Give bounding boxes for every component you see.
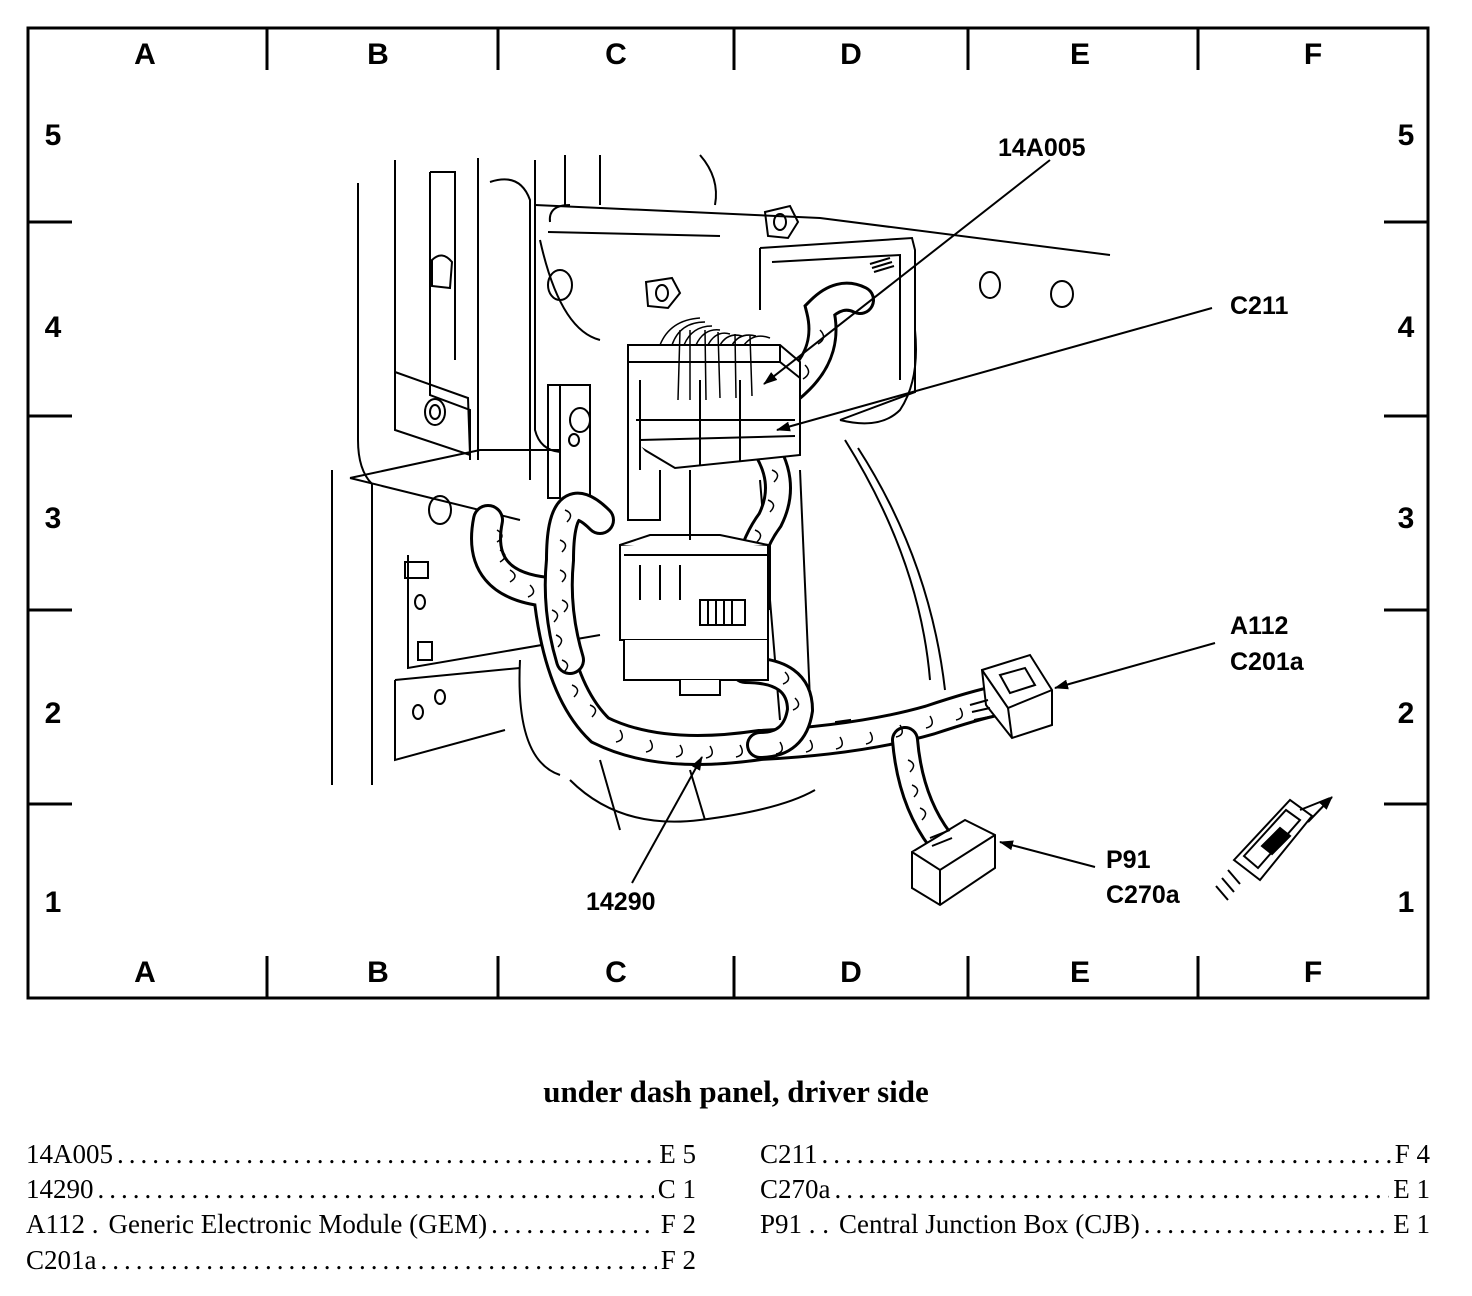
front-arrow-icon bbox=[1215, 796, 1333, 901]
column-label-bottom-b: B bbox=[367, 956, 389, 989]
row-label-right-2: 2 bbox=[1398, 697, 1415, 730]
index-id: A112 . bbox=[26, 1209, 99, 1239]
index-row-14a005: 14A005 .................................… bbox=[26, 1139, 696, 1170]
index-id: 14290 bbox=[26, 1174, 94, 1204]
column-label-bottom-d: D bbox=[840, 956, 862, 989]
row-label-left-3: 3 bbox=[45, 502, 62, 535]
column-label-top-a: A bbox=[134, 38, 156, 71]
dash-panel-structure bbox=[331, 154, 1111, 831]
row-label-left-5: 5 bbox=[45, 119, 62, 152]
index-location: E 1 bbox=[1393, 1209, 1430, 1239]
index-row-p91: P91 . . Central Junction Box (CJB) ......… bbox=[760, 1209, 1430, 1240]
callout-p91: P91 bbox=[1106, 846, 1151, 874]
index-id: C211 bbox=[760, 1139, 818, 1169]
index-row-c201a: C201a ..................................… bbox=[26, 1245, 696, 1276]
column-label-top-b: B bbox=[367, 38, 389, 71]
index-id: 14A005 bbox=[26, 1139, 113, 1169]
index-id: P91 . . bbox=[760, 1209, 830, 1239]
callout-14290: 14290 bbox=[586, 888, 656, 916]
index-row-14290: 14290 ..................................… bbox=[26, 1174, 696, 1205]
diagram-caption: under dash panel, driver side bbox=[543, 1074, 929, 1109]
index-leader-dots: ........................................… bbox=[117, 1139, 655, 1169]
connector-c211-body bbox=[627, 344, 801, 521]
column-label-top-c: C bbox=[605, 38, 627, 71]
leader-lines bbox=[631, 159, 1216, 884]
locator-diagram: A B C D E F A B C D E F 5 4 3 2 1 5 4 3 … bbox=[26, 26, 1430, 1000]
index-row-c211: C211 ...................................… bbox=[760, 1139, 1430, 1170]
row-label-left-2: 2 bbox=[45, 697, 62, 730]
column-label-top-f: F bbox=[1304, 38, 1322, 71]
connector-lower-body bbox=[619, 470, 771, 696]
index-location: C 1 bbox=[657, 1174, 696, 1204]
index-leader-dots: ........................................… bbox=[1143, 1209, 1389, 1239]
index-leader-dots: ........................................… bbox=[821, 1139, 1391, 1169]
index-row-a112: A112 . Generic Electronic Module (GEM) ..… bbox=[26, 1209, 696, 1240]
callout-a112: A112 bbox=[1230, 612, 1288, 640]
index-leader-dots: ........................................… bbox=[97, 1174, 654, 1204]
column-label-top-d: D bbox=[840, 38, 862, 71]
row-label-left-1: 1 bbox=[45, 886, 62, 919]
callout-c211: C211 bbox=[1230, 292, 1288, 320]
callout-14a005: 14A005 bbox=[998, 134, 1086, 162]
column-label-bottom-f: F bbox=[1304, 956, 1322, 989]
index-location: F 4 bbox=[1394, 1139, 1430, 1169]
row-label-right-5: 5 bbox=[1398, 119, 1415, 152]
grid-ticks bbox=[28, 28, 1428, 998]
callout-c270a: C270a bbox=[1106, 881, 1181, 909]
column-label-bottom-e: E bbox=[1070, 956, 1090, 989]
index-description: Generic Electronic Module (GEM) bbox=[108, 1209, 488, 1239]
column-label-top-e: E bbox=[1070, 38, 1090, 71]
index-id: C270a bbox=[760, 1174, 831, 1204]
connector-a112-c201a bbox=[969, 653, 1053, 740]
row-label-left-4: 4 bbox=[45, 311, 62, 344]
column-label-bottom-c: C bbox=[605, 956, 627, 989]
index-location: F 2 bbox=[660, 1209, 696, 1239]
row-label-right-4: 4 bbox=[1398, 311, 1415, 344]
index-leader-dots: ........................................… bbox=[100, 1245, 657, 1275]
column-label-bottom-a: A bbox=[134, 956, 156, 989]
index-location: E 1 bbox=[1393, 1174, 1430, 1204]
row-label-right-1: 1 bbox=[1398, 886, 1415, 919]
grid-frame bbox=[26, 26, 1430, 1000]
index-id: C201a bbox=[26, 1245, 97, 1275]
index-leader-dots: ........................................… bbox=[491, 1209, 657, 1239]
index-description: Central Junction Box (CJB) bbox=[839, 1209, 1140, 1239]
connector-p91-c270a bbox=[911, 818, 996, 907]
index-location: F 2 bbox=[660, 1245, 696, 1275]
index-location: E 5 bbox=[659, 1139, 696, 1169]
connector-c211-wires bbox=[659, 317, 771, 401]
row-label-right-3: 3 bbox=[1398, 502, 1415, 535]
index-row-c270a: C270a ..................................… bbox=[760, 1174, 1430, 1205]
callout-c201a: C201a bbox=[1230, 648, 1305, 676]
index-leader-dots: ........................................… bbox=[834, 1174, 1390, 1204]
